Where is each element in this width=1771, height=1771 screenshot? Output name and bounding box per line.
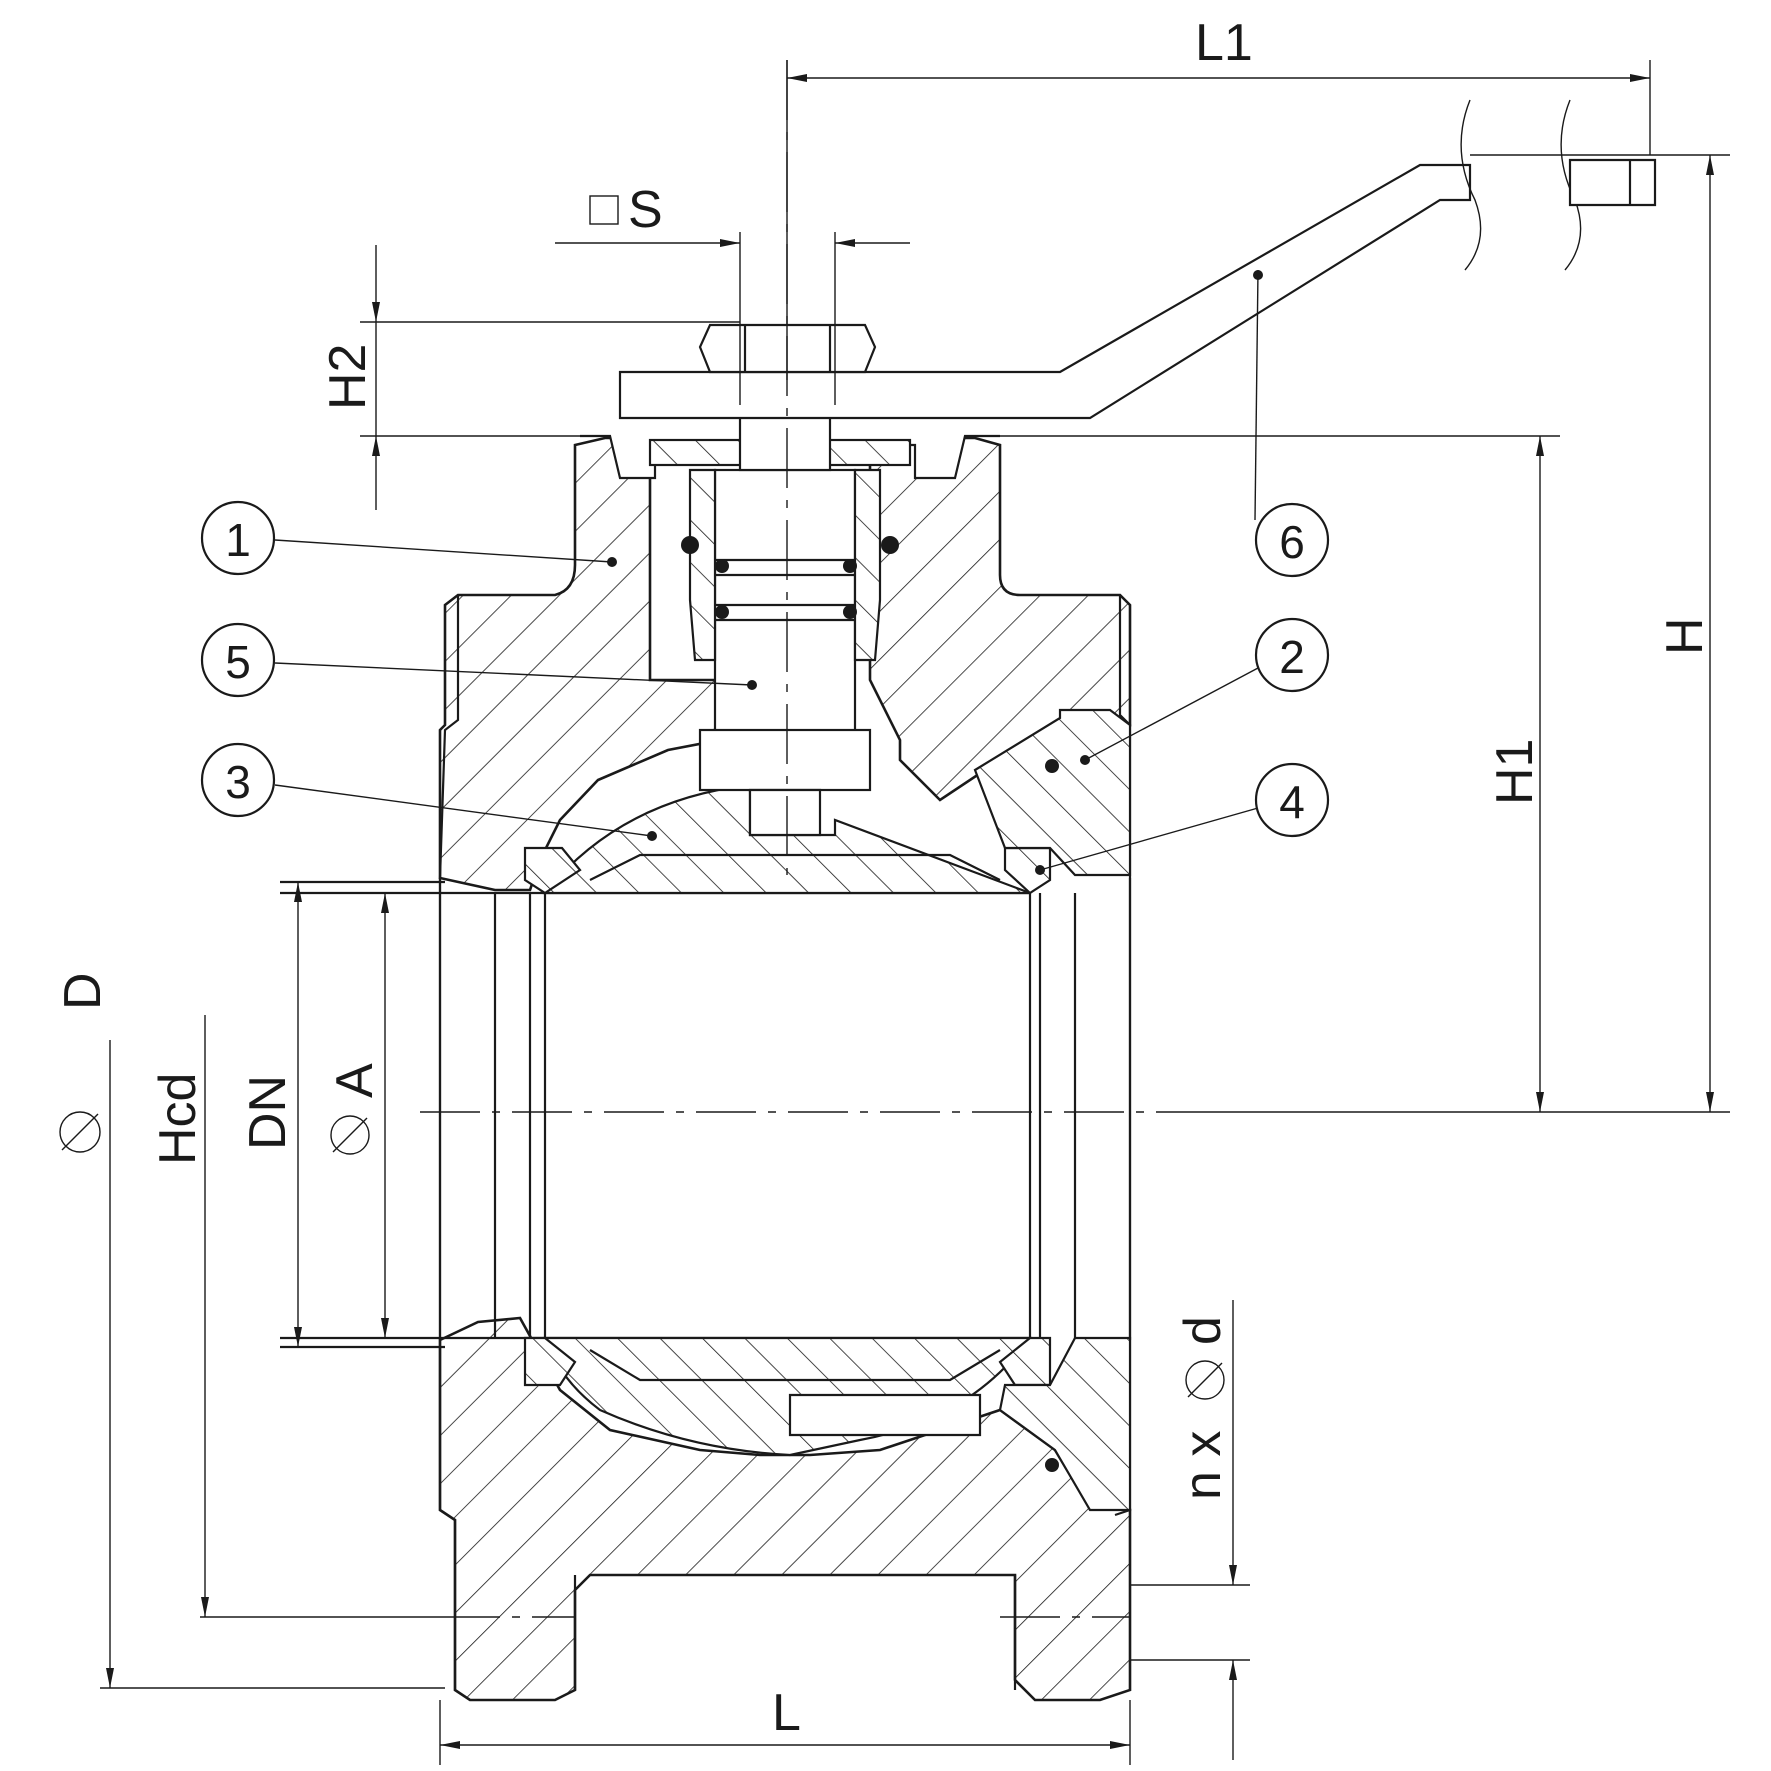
nd-diameter-slash: [1187, 1362, 1223, 1398]
nd-count-label: n x: [1174, 1431, 1232, 1500]
end-cap-lower: [998, 1336, 1132, 1512]
square-symbol-icon: [589, 195, 619, 225]
a-diameter-slash: [332, 1117, 368, 1153]
bore-passage: [545, 893, 1030, 1338]
valve-body-upper: [438, 436, 722, 892]
balloon-1-number: 1: [225, 514, 251, 566]
valve-body-lower: [438, 1316, 1132, 1702]
balloon-6: [1254, 502, 1330, 578]
h-label: H: [1656, 617, 1714, 655]
h2-label: H2: [319, 344, 377, 410]
leader-5: [274, 662, 753, 686]
d-diameter-slash: [61, 1113, 99, 1151]
balloon-6-number: 6: [1279, 516, 1305, 568]
balloon-5-number: 5: [225, 636, 251, 688]
leader-5-dot: [747, 680, 757, 690]
leader-1: [274, 539, 613, 563]
oring-left: [681, 536, 699, 554]
seat-left-upper: [523, 846, 582, 895]
leader-4-dot: [1035, 865, 1045, 875]
dn-label: DN: [239, 1075, 297, 1150]
balloon-4: [1254, 762, 1330, 838]
leader-2: [1084, 667, 1259, 761]
balloon-2: [1254, 617, 1330, 693]
packing-gland-left: [688, 468, 717, 662]
l1-label: L1: [1195, 14, 1253, 72]
s-label: S: [628, 181, 663, 239]
balloon-3: [200, 742, 276, 818]
endcap-oring-bottom: [1045, 1458, 1059, 1472]
seat-left-lower: [523, 1336, 577, 1387]
leader-6-dot: [1253, 270, 1263, 280]
handle-grip: [1568, 158, 1657, 207]
leader-2-dot: [1080, 755, 1090, 765]
handle-lever: [618, 163, 1472, 420]
end-cap-upper: [973, 708, 1132, 877]
leader-4: [1039, 807, 1259, 871]
stem-lower-key: [698, 728, 872, 792]
ball-inner-lower: [589, 1349, 1001, 1382]
stem-oring-d: [843, 605, 857, 619]
balloon-5: [200, 622, 276, 698]
ball-stem-slot: [788, 1393, 982, 1437]
packing-gland-right: [853, 468, 882, 662]
stem-bottom-notch: [748, 788, 822, 837]
balloon-3-number: 3: [225, 756, 251, 808]
oring-right: [881, 536, 899, 554]
hcd-label: Hcd: [149, 1073, 207, 1165]
balloon-1: [200, 500, 276, 576]
h1-label: H1: [1486, 739, 1544, 805]
stem-oring-c: [715, 605, 729, 619]
balloon-2-number: 2: [1279, 631, 1305, 683]
d-diameter-icon: [59, 1111, 101, 1153]
balloon-4-number: 4: [1279, 776, 1305, 828]
leader-1-dot: [607, 557, 617, 567]
a-label: A: [326, 1063, 384, 1098]
nd-diameter-icon: [1185, 1360, 1225, 1400]
endcap-oring-top: [1045, 759, 1059, 773]
nd-label: d: [1174, 1316, 1232, 1345]
leader-6: [1254, 269, 1259, 521]
leader-3-dot: [647, 831, 657, 841]
stem-oring-b: [843, 559, 857, 573]
a-diameter-icon: [330, 1115, 370, 1155]
stem-oring-a: [715, 559, 729, 573]
d-label: D: [54, 972, 112, 1010]
l-label: L: [772, 1684, 801, 1742]
stem: [713, 468, 857, 767]
handle-break-left: [1460, 99, 1482, 271]
ball-inner-upper: [589, 853, 1001, 881]
leader-3: [274, 784, 653, 837]
